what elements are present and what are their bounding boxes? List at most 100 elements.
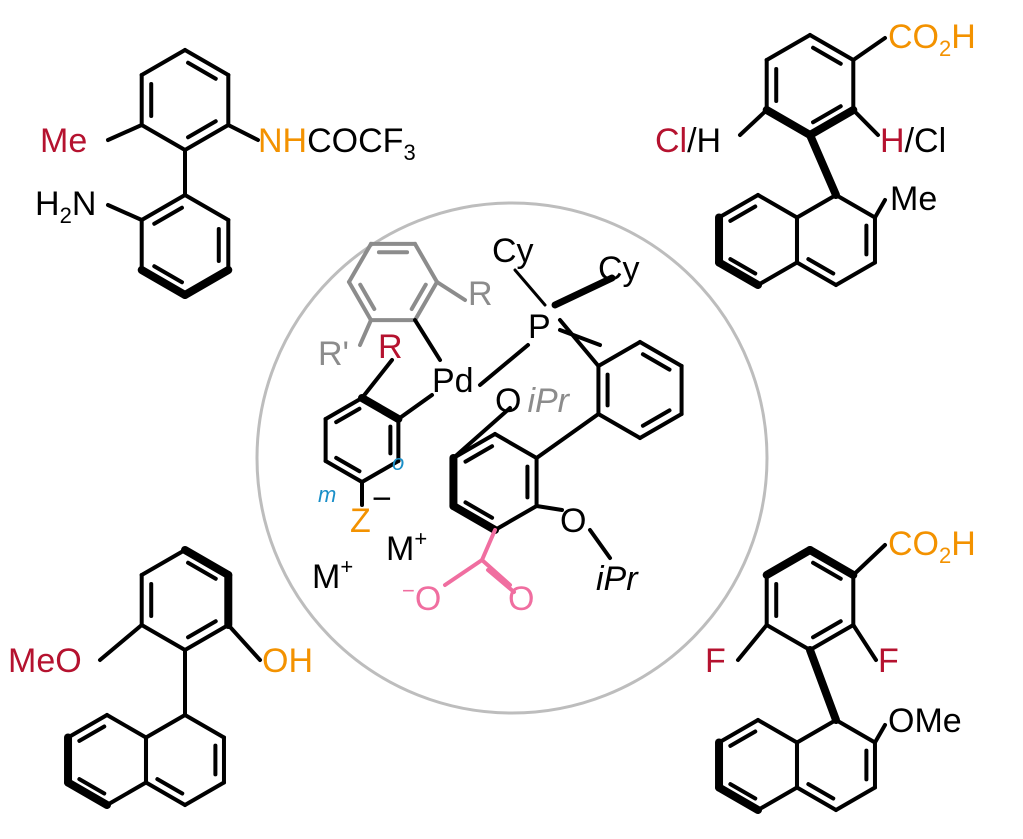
ring-bond bbox=[717, 718, 760, 745]
label-ipr-2: iPr bbox=[596, 560, 639, 598]
ring-bond bbox=[144, 780, 187, 807]
aromatic-bond bbox=[186, 619, 218, 640]
ring-bond bbox=[756, 785, 799, 812]
aromatic-bond bbox=[728, 257, 758, 276]
ring-bond bbox=[183, 623, 231, 652]
ring-bond bbox=[183, 123, 231, 152]
bonds bbox=[64, 33, 887, 814]
ring-bond bbox=[413, 241, 439, 284]
ring-bond bbox=[144, 713, 187, 740]
ring-bond bbox=[493, 432, 539, 460]
aromatic-bond bbox=[186, 60, 218, 81]
aromatic-bond bbox=[728, 204, 758, 223]
ring-bond bbox=[756, 260, 799, 287]
bond bbox=[106, 123, 144, 142]
ring-bond bbox=[105, 713, 148, 740]
ring-bond bbox=[66, 713, 109, 740]
bond bbox=[451, 406, 512, 460]
ring-bond bbox=[795, 260, 838, 287]
bond bbox=[478, 343, 530, 387]
bond bbox=[435, 280, 467, 302]
bond bbox=[98, 623, 144, 662]
carboxylate-bond bbox=[480, 558, 512, 587]
aromatic-bond bbox=[186, 119, 218, 140]
carboxylate-bond bbox=[486, 568, 516, 594]
ring-bond bbox=[137, 266, 189, 299]
ring-bond bbox=[323, 396, 364, 421]
ring-bond bbox=[183, 48, 231, 77]
aromatic-bond bbox=[334, 406, 362, 425]
ring-bond bbox=[762, 106, 814, 139]
ring-bond bbox=[347, 241, 373, 284]
wedge-bond bbox=[551, 274, 616, 309]
label-co2h-br: CO2H bbox=[888, 525, 976, 568]
ring-bond bbox=[795, 718, 838, 745]
bond bbox=[588, 528, 612, 560]
aromatic-bond bbox=[77, 724, 107, 743]
label-cy-2: Cy bbox=[598, 250, 640, 288]
ring-bond bbox=[183, 193, 231, 222]
aromatic-bond bbox=[728, 729, 758, 748]
bond bbox=[558, 328, 602, 347]
bond bbox=[106, 203, 144, 222]
ring-bond bbox=[493, 504, 539, 532]
ring-bond bbox=[764, 623, 812, 652]
aromatic-bond bbox=[811, 619, 843, 640]
aromatic-bond bbox=[155, 777, 185, 796]
ring-bond bbox=[806, 106, 858, 139]
label-z: Z bbox=[350, 502, 371, 540]
ring-bond bbox=[347, 280, 373, 323]
bond bbox=[558, 318, 601, 368]
aromatic-bond bbox=[806, 257, 836, 276]
aromatic-bond bbox=[358, 282, 377, 312]
aromatic-bond bbox=[463, 444, 495, 464]
label-meo: MeO bbox=[8, 642, 82, 680]
label-meta: m bbox=[318, 482, 336, 507]
aromatic-bond bbox=[640, 408, 672, 428]
carboxylate-bond bbox=[443, 558, 484, 587]
ring-bond bbox=[181, 266, 233, 299]
label-cl-h: Cl/H bbox=[655, 122, 721, 160]
label-nhcocf3: NHCOCF3 bbox=[258, 122, 416, 165]
aromatic-bond bbox=[186, 560, 218, 581]
ring-bond bbox=[806, 546, 858, 579]
ring-bond bbox=[715, 783, 762, 814]
aromatic-bond bbox=[811, 104, 843, 125]
bond bbox=[851, 543, 887, 577]
label-m-plus-2: M+ bbox=[312, 554, 353, 596]
label-cy-1: Cy bbox=[492, 232, 534, 270]
label-f-right: F bbox=[878, 642, 899, 680]
ring-bond bbox=[596, 340, 642, 368]
ring-bond bbox=[808, 33, 856, 62]
aromatic-bond bbox=[811, 560, 843, 581]
aromatic-bond bbox=[152, 205, 184, 226]
ring-bond bbox=[808, 623, 856, 652]
ring-bond bbox=[756, 718, 799, 745]
ring-bond bbox=[358, 394, 403, 423]
center-circle bbox=[255, 201, 769, 715]
label-r-red: R bbox=[378, 328, 403, 366]
label-h-cl: H/Cl bbox=[880, 122, 946, 160]
bond bbox=[851, 36, 887, 62]
bond bbox=[736, 623, 769, 662]
ring-bond bbox=[323, 459, 364, 484]
ring-bond bbox=[834, 260, 877, 287]
label-m-plus-1: M+ bbox=[386, 526, 427, 568]
aromatic-bond bbox=[409, 282, 428, 312]
ring-bond bbox=[715, 258, 762, 289]
label-me-tl: Me bbox=[40, 122, 87, 160]
ring-bond bbox=[834, 718, 877, 745]
label-o-minus: −O bbox=[402, 578, 441, 618]
ring-bond bbox=[360, 459, 401, 484]
bond bbox=[226, 623, 262, 662]
ring-bond bbox=[762, 546, 814, 579]
bond bbox=[413, 318, 442, 362]
bond bbox=[358, 318, 373, 347]
label-p: P bbox=[528, 308, 551, 346]
ring-bond bbox=[64, 778, 111, 809]
label-o-carbonyl: O bbox=[508, 580, 534, 618]
label-oh: OH bbox=[262, 642, 313, 680]
